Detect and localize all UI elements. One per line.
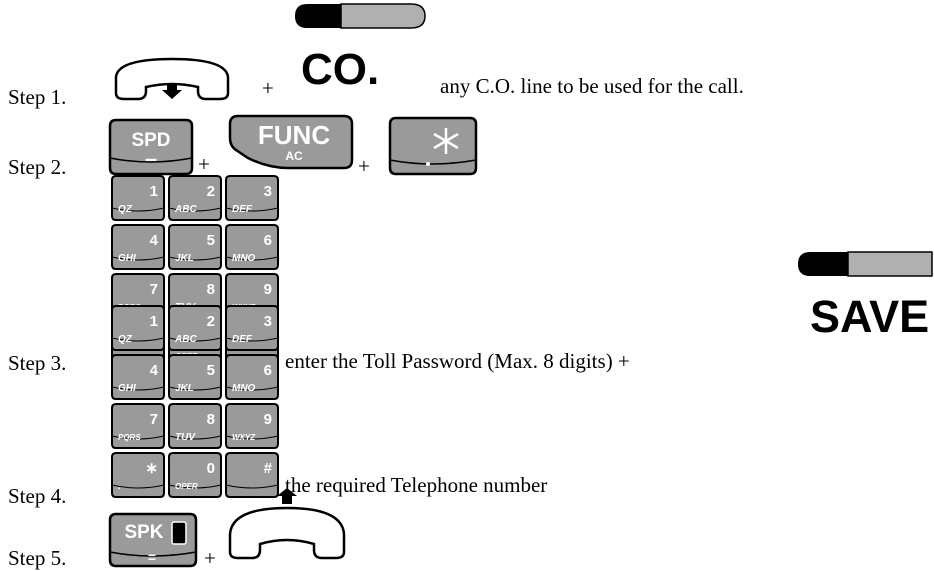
handset-up-icon (228, 488, 346, 560)
key-sub-label: OPER (175, 482, 198, 491)
key-sub-label: JKL (175, 383, 194, 394)
key-main-label: 6 (264, 232, 272, 249)
co-button[interactable]: CO. (301, 45, 380, 94)
keypad-key-1[interactable]: 1QZ (111, 305, 165, 351)
step-1-text: any C.O. line to be used for the call. (440, 74, 744, 98)
key-sub-label: GHI (118, 383, 136, 394)
key-main-label: 3 (264, 313, 272, 330)
key-main-label: 1 (150, 183, 158, 200)
key-main-label: 9 (264, 411, 272, 428)
key-main-label: 5 (207, 232, 215, 249)
key-sub-label: DEF (232, 204, 253, 215)
svg-text:FUNC: FUNC (258, 120, 330, 150)
step-4-text: the required Telephone number (285, 473, 548, 497)
key-main-label: 8 (207, 281, 215, 298)
key-sub-label: QZ (118, 204, 133, 215)
star-button[interactable] (386, 116, 478, 176)
key-sub-label: JKL (175, 253, 194, 264)
key-main-label: 1 (150, 313, 158, 330)
svg-text:–: – (145, 146, 157, 171)
key-main-label: ∗ (145, 460, 158, 477)
key-main-label: 2 (207, 313, 215, 330)
svg-text:=: = (148, 549, 156, 565)
key-main-label: 5 (207, 362, 215, 379)
key-sub-label: TUV (175, 432, 196, 443)
spk-led-icon (171, 521, 187, 545)
plus-sign: + (204, 546, 216, 570)
spk-button[interactable]: SPK = (106, 512, 198, 568)
plus-sign: + (358, 154, 370, 178)
step-4-label: Step 4. (8, 484, 67, 508)
step-2-label: Step 2. (8, 155, 67, 179)
key-sub-label: WXYZ (232, 433, 256, 442)
key-sub-label: . (118, 481, 121, 492)
key-main-label: 7 (150, 281, 158, 298)
spd-button[interactable]: SPD – (106, 118, 194, 176)
keypad-key-1[interactable]: 1QZ (111, 175, 165, 221)
plus-sign: + (262, 76, 274, 100)
key-sub-label: ABC (174, 334, 197, 345)
step-3-text: enter the Toll Password (Max. 8 digits) … (285, 349, 630, 373)
save-button[interactable]: SAVE (810, 291, 930, 342)
key-main-label: 0 (207, 460, 215, 477)
key-sub-label: ABC (174, 204, 197, 215)
key-main-label: 4 (150, 362, 159, 379)
key-sub-label: MNO (232, 253, 256, 264)
keypad-key-pound[interactable]: # (225, 452, 279, 498)
svg-text:SPD: SPD (131, 130, 170, 151)
key-main-label: # (264, 460, 273, 477)
keypad-grid: 1QZ2ABC3DEF4GHI5JKL6MNO7PQRS8TUV9WXYZ∗.0… (111, 305, 279, 498)
handset-down-icon (114, 57, 230, 101)
func-button[interactable]: FUNC AC (228, 114, 354, 170)
key-main-label: 3 (264, 183, 272, 200)
plus-sign: + (198, 152, 210, 176)
key-sub-label: DEF (232, 334, 253, 345)
step-5-label: Step 5. (8, 546, 67, 570)
key-main-label: 6 (264, 362, 272, 379)
key-sub-label: PQRS (118, 433, 141, 442)
save-led-indicator (798, 251, 933, 277)
key-main-label: 2 (207, 183, 215, 200)
co-led-indicator (295, 3, 426, 29)
keypad-key-star[interactable]: ∗. (111, 452, 165, 498)
key-main-label: 8 (207, 411, 215, 428)
key-main-label: 7 (150, 411, 158, 428)
key-sub-label: QZ (118, 334, 133, 345)
svg-text:SPK: SPK (124, 522, 163, 543)
key-sub-label: MNO (232, 383, 256, 394)
step-1-label: Step 1. (8, 85, 67, 109)
key-main-label: 4 (150, 232, 159, 249)
asterisk-icon (433, 128, 459, 154)
key-main-label: 9 (264, 281, 272, 298)
step-3-label: Step 3. (8, 351, 67, 375)
svg-text:AC: AC (285, 149, 303, 163)
key-sub-label: GHI (118, 253, 136, 264)
